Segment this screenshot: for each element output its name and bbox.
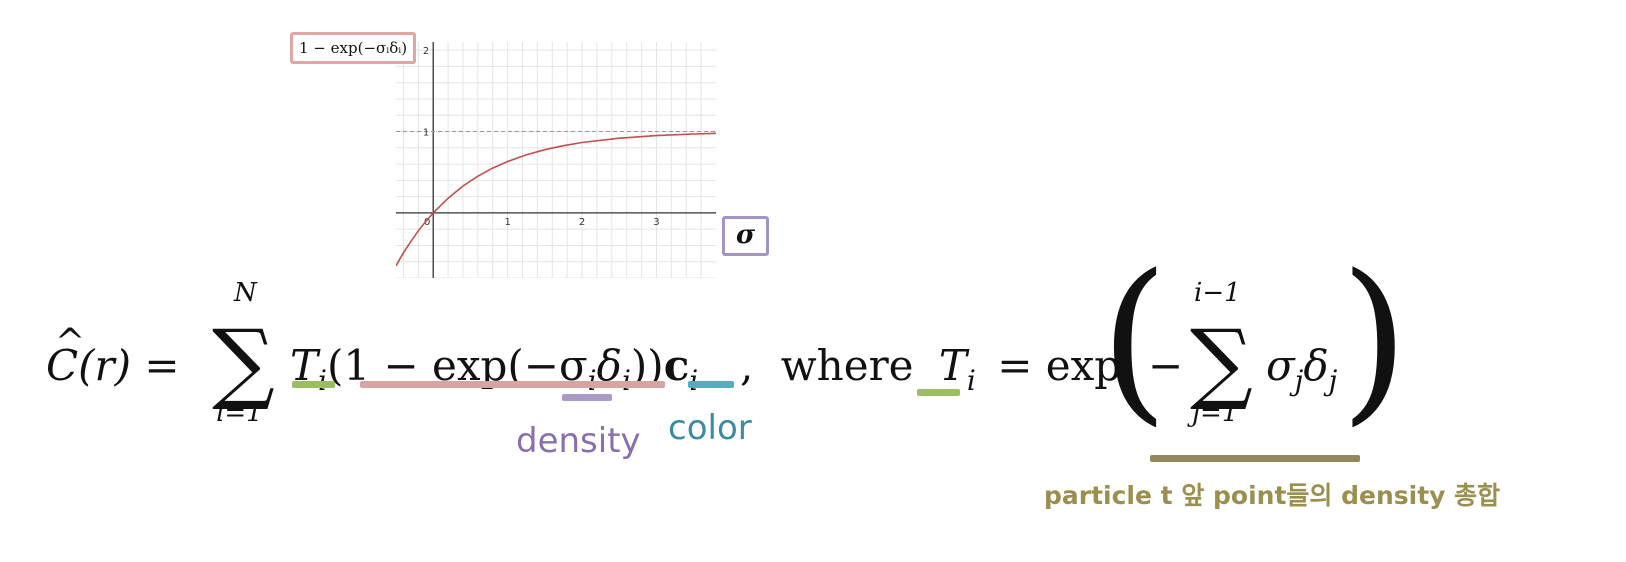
inner-minus: − bbox=[1148, 336, 1183, 396]
plot-curve-line bbox=[396, 132, 716, 267]
underline-alpha-term bbox=[360, 381, 665, 388]
density-sum-note: particle t 앞 point들의 density 총합 bbox=[1044, 481, 1501, 510]
comma: , bbox=[740, 341, 754, 390]
sum1-upper-limit: N bbox=[234, 278, 257, 308]
underline-transmittance-2 bbox=[917, 389, 960, 396]
t-subscript-2: i bbox=[966, 364, 976, 397]
underline-density bbox=[562, 394, 612, 401]
c-hat-symbol: ^ bbox=[55, 322, 86, 363]
delta-j: δ bbox=[1303, 341, 1329, 390]
t-symbol-2: T bbox=[938, 341, 967, 390]
sum2-upper-limit: i−1 bbox=[1194, 278, 1241, 308]
function-plot: 0 1 2 3 1 2 bbox=[396, 42, 716, 278]
color-label: color bbox=[668, 408, 752, 448]
sum2-sigma-glyph: ∑ bbox=[1190, 310, 1253, 413]
plot-function-text: 1 − exp(−σᵢδᵢ) bbox=[299, 39, 408, 57]
sigma-j: σ bbox=[1266, 341, 1295, 390]
sigma-j-subscript: j bbox=[1294, 364, 1304, 397]
delta-subscript: i bbox=[622, 364, 631, 397]
sigma-subscript: i bbox=[588, 364, 597, 397]
big-right-paren: ) bbox=[1340, 237, 1409, 442]
underline-color bbox=[688, 381, 734, 388]
open-paren: ( bbox=[326, 341, 344, 390]
sum1-lower-limit: i=1 bbox=[216, 398, 263, 428]
sum2-lower-limit: j=1 bbox=[1192, 398, 1239, 428]
equation-lhs: C(r) = bbox=[46, 336, 180, 396]
y-tick-label: 2 bbox=[423, 46, 429, 57]
y-tick-label: 1 bbox=[423, 128, 429, 139]
sum1-sigma-glyph: ∑ bbox=[212, 310, 275, 413]
equation-where-clause: , where Ti = exp bbox=[740, 336, 1122, 397]
underline-density-sum bbox=[1150, 455, 1360, 462]
equals-exp: = exp bbox=[997, 341, 1122, 390]
x-tick-label: 1 bbox=[504, 217, 510, 228]
sigma-symbol: σ bbox=[736, 220, 756, 250]
color-symbol: c bbox=[663, 341, 690, 390]
plot-ticks: 0 1 2 3 1 2 bbox=[423, 46, 660, 228]
underline-transmittance-1 bbox=[292, 381, 335, 388]
plot-axes bbox=[396, 42, 716, 278]
density-label: density bbox=[516, 421, 641, 461]
plot-sigma-axis-label: σ bbox=[722, 216, 770, 256]
x-tick-label: 2 bbox=[579, 217, 585, 228]
lhs-text: C(r) = bbox=[46, 341, 180, 390]
x-tick-label: 3 bbox=[653, 217, 659, 228]
color-subscript: i bbox=[689, 364, 698, 397]
where-word: where bbox=[780, 341, 914, 390]
minus-sign: − bbox=[1148, 341, 1184, 390]
plot-grid bbox=[396, 42, 716, 278]
plot-function-label: 1 − exp(−σᵢδᵢ) bbox=[290, 32, 417, 64]
inner-summand: σjδj bbox=[1266, 336, 1338, 397]
x-tick-label: 0 bbox=[424, 217, 430, 228]
t-subscript: i bbox=[318, 364, 327, 397]
delta-j-subscript: j bbox=[1328, 364, 1338, 397]
big-left-paren: ( bbox=[1100, 237, 1169, 442]
plot-curve-layer bbox=[396, 132, 716, 267]
